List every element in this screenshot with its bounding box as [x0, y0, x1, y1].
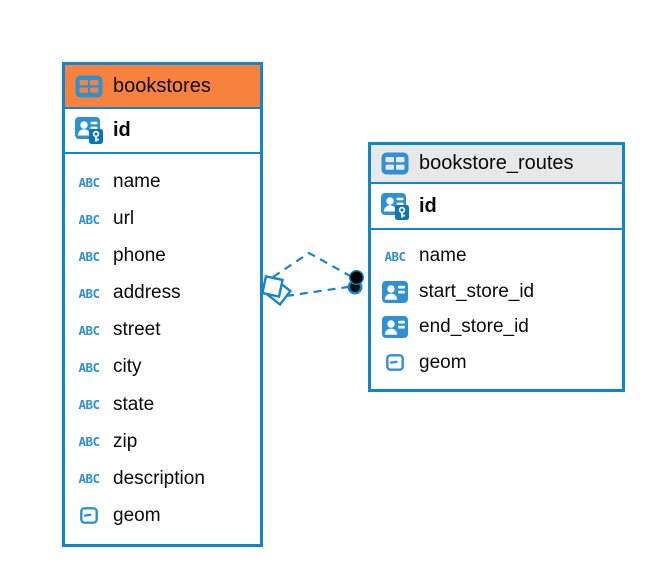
column-label: city: [113, 356, 142, 378]
abc-icon: ABC: [78, 359, 100, 375]
column-row-state[interactable]: ABC state: [65, 394, 260, 416]
column-row-url[interactable]: ABC url: [65, 208, 260, 230]
abc-icon: ABC: [78, 211, 100, 227]
column-label: address: [113, 282, 181, 304]
circle-end-marker: [347, 270, 365, 295]
abc-icon: ABC: [384, 248, 406, 264]
column-row-address[interactable]: ABC address: [65, 282, 260, 304]
relationship-line-end-store[interactable]: [285, 285, 349, 298]
person-card-icon: [380, 316, 410, 339]
geometry-icon: [380, 354, 410, 371]
column-label: end_store_id: [419, 316, 529, 338]
column-label: phone: [113, 245, 166, 267]
person-key-icon: [74, 117, 104, 144]
table-bookstores[interactable]: bookstores id ABC: [62, 62, 263, 547]
table-header-bookstores[interactable]: bookstores: [65, 65, 260, 109]
table-grid-icon: [380, 152, 410, 175]
column-label: geom: [113, 504, 161, 526]
column-row-description[interactable]: ABC description: [65, 468, 260, 490]
person-key-icon: [380, 192, 410, 220]
abc-icon: ABC: [78, 174, 100, 190]
pk-column-label: id: [113, 119, 131, 141]
pk-row-id[interactable]: id: [371, 184, 622, 230]
table-body: ABC name start_store_id: [371, 230, 622, 389]
abc-icon: ABC: [78, 322, 100, 338]
table-body: ABC name ABC url ABC phone ABC address A…: [65, 154, 260, 544]
column-row-name[interactable]: ABC name: [371, 245, 622, 267]
abc-icon: ABC: [78, 248, 100, 264]
relationship-line-start-store[interactable]: [272, 251, 353, 278]
column-row-city[interactable]: ABC city: [65, 356, 260, 378]
table-name: bookstores: [113, 74, 211, 97]
table-bookstore-routes[interactable]: bookstore_routes id ABC: [368, 142, 625, 392]
column-row-geom[interactable]: geom: [65, 505, 260, 527]
table-grid-icon: [74, 75, 104, 98]
column-row-start-store-id[interactable]: start_store_id: [371, 280, 622, 303]
geometry-icon: [74, 507, 104, 525]
column-row-name[interactable]: ABC name: [65, 171, 260, 193]
table-header-bookstore-routes[interactable]: bookstore_routes: [371, 145, 622, 184]
pk-row-id[interactable]: id: [65, 109, 260, 154]
abc-icon: ABC: [78, 285, 100, 301]
table-name: bookstore_routes: [419, 152, 574, 174]
column-label: street: [113, 319, 161, 341]
column-label: state: [113, 393, 155, 415]
column-row-phone[interactable]: ABC phone: [65, 245, 260, 267]
column-label: zip: [113, 430, 138, 452]
pk-column-label: id: [419, 194, 437, 217]
column-label: geom: [419, 351, 467, 373]
abc-icon: ABC: [78, 471, 100, 487]
column-label: name: [113, 171, 161, 193]
column-label: name: [419, 245, 467, 267]
column-row-end-store-id[interactable]: end_store_id: [371, 316, 622, 339]
column-row-zip[interactable]: ABC zip: [65, 431, 260, 453]
column-label: start_store_id: [419, 280, 535, 302]
column-row-street[interactable]: ABC street: [65, 319, 260, 341]
column-label: description: [113, 467, 205, 489]
abc-icon: ABC: [78, 434, 100, 450]
column-label: url: [113, 208, 135, 230]
diamond-end-marker: [260, 274, 293, 307]
abc-icon: ABC: [78, 397, 100, 413]
column-row-geom[interactable]: geom: [371, 352, 622, 374]
person-card-icon: [380, 280, 410, 303]
